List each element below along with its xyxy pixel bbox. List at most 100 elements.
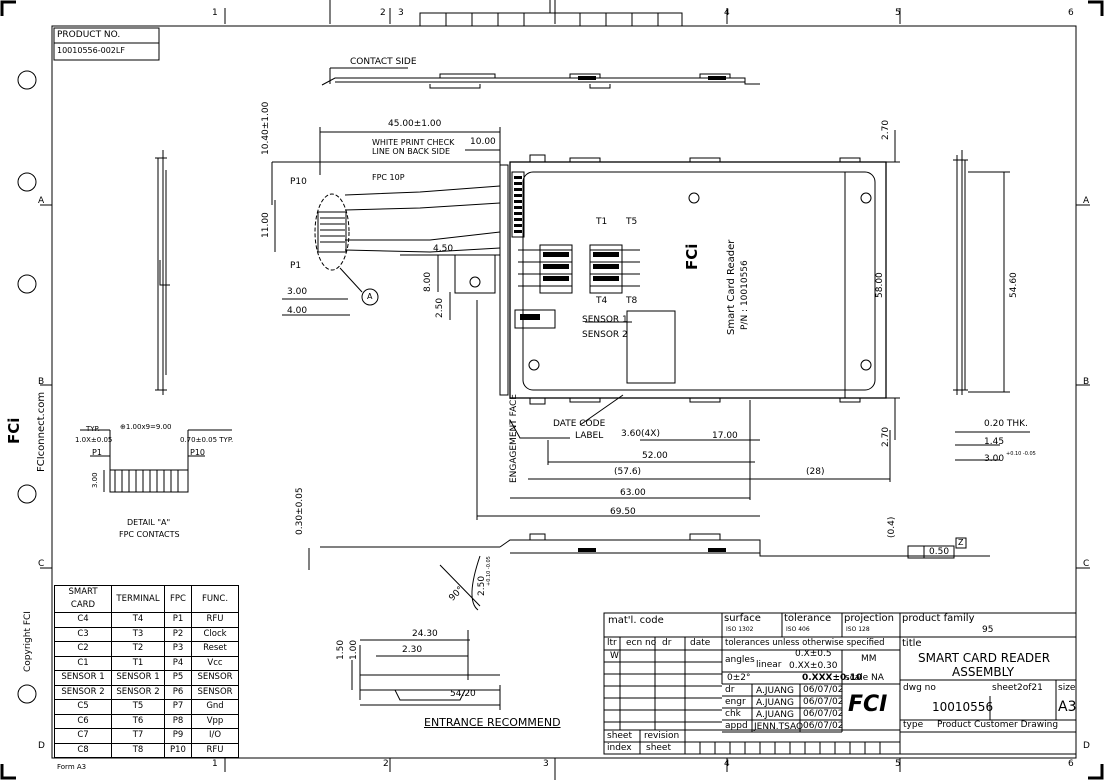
cell: Clock: [191, 626, 239, 642]
row-label: D: [38, 741, 45, 751]
cell: C3: [54, 626, 112, 642]
engagement-face-label: ENGAGEMENT FACE: [509, 394, 519, 483]
row-label: C: [1083, 559, 1090, 569]
cell: T2: [111, 641, 165, 657]
dwg-no-label: dwg no: [903, 683, 936, 693]
dim-45: 45.00±1.00: [388, 119, 442, 129]
dim-3-00-tol: +0.10 -0.05: [1006, 451, 1036, 457]
projection-value: ISO 128: [846, 626, 870, 633]
row-label: C: [38, 559, 45, 569]
cell: C5: [54, 699, 112, 715]
revision-1: revision: [644, 731, 680, 741]
detail-p10: P10: [190, 448, 206, 457]
dim-28: (28): [806, 467, 825, 477]
tolerance-value: ISO 406: [786, 626, 810, 633]
cell: P4: [164, 655, 192, 671]
cell: P1: [164, 612, 192, 628]
header-fpc: FPC: [164, 585, 192, 613]
header-smart-card: SMART CARD: [54, 585, 112, 613]
engr-date: 06/07/02: [803, 697, 844, 707]
cell: C1: [54, 655, 112, 671]
detail-pitch-left: 1.0X±0.05: [75, 436, 113, 444]
angle-value: 0±2°: [727, 673, 751, 683]
surface-value: ISO 1302: [726, 626, 754, 633]
cell: P10: [164, 742, 192, 758]
card-fci-logo: FCi: [683, 243, 701, 270]
row-label: A: [1083, 196, 1090, 206]
row-label: B: [38, 377, 45, 387]
entrance-dim-1-50: 1.50: [336, 639, 346, 660]
col-label: 6: [1068, 8, 1074, 18]
detail-marker: A: [367, 292, 373, 301]
cell: C7: [54, 728, 112, 744]
product-family-label: product family: [902, 613, 975, 624]
cell: T5: [111, 699, 165, 715]
title-label: title: [902, 638, 922, 649]
contact-side-label: CONTACT SIDE: [350, 57, 417, 67]
cell: P3: [164, 641, 192, 657]
t1-label: T1: [596, 217, 608, 227]
fci-brand-text: FCi: [5, 417, 23, 444]
col-label: 1: [212, 759, 218, 769]
cell: RFU: [191, 612, 239, 628]
cell: SENSOR: [191, 684, 239, 700]
revision-w: W: [610, 651, 619, 661]
cell: P9: [164, 728, 192, 744]
header-terminal: TERMINAL: [111, 585, 165, 613]
entrance-title: ENTRANCE RECOMMEND: [424, 716, 561, 729]
units-value: MM: [861, 654, 877, 664]
cell: Vcc: [191, 655, 239, 671]
col-label: 4: [724, 759, 730, 769]
p1-label: P1: [290, 261, 302, 271]
col-label: 1: [212, 8, 218, 18]
appd-date: 06/07/02: [803, 721, 844, 731]
sensor2-label: SENSOR 2: [582, 330, 628, 340]
cell: P5: [164, 670, 192, 686]
dr-date: 06/07/02: [803, 685, 844, 695]
dim-17: 17.00: [712, 431, 738, 441]
cell: C2: [54, 641, 112, 657]
datum-z: Z: [958, 538, 964, 547]
detail-p1: P1: [92, 448, 102, 457]
cell: RFU: [191, 742, 239, 758]
card-print-line1: Smart Card Reader: [726, 239, 737, 335]
copyright-text: Copyright FCI: [23, 611, 33, 672]
product-no-label: PRODUCT NO.: [57, 30, 121, 40]
col-label: 2: [383, 759, 389, 769]
engr-name: A.JUANG: [756, 698, 794, 708]
date-code-label: DATE CODE: [553, 419, 606, 429]
col-label: 5: [895, 8, 901, 18]
cell: SENSOR 2: [54, 684, 112, 700]
cell: C4: [54, 612, 112, 628]
dim-52: 52.00: [642, 451, 668, 461]
angles-label: angles: [725, 655, 755, 665]
dim-0-30: 0.30±0.05: [295, 487, 305, 535]
title-line1: SMART CARD READER: [918, 651, 1051, 665]
entrance-dim-24-30: 24.30: [412, 629, 438, 639]
size-value: A3: [1058, 699, 1077, 715]
tol-xx: 0.XX±0.30: [789, 661, 838, 671]
dim-2-70-bot: 2.70: [881, 426, 891, 447]
dim-58: 58.00: [875, 272, 885, 298]
entrance-dim-54-20: 54.20: [450, 689, 476, 699]
dim-2-70-top: 2.70: [881, 119, 891, 140]
dr-header: dr: [662, 638, 672, 648]
title-line2: ASSEMBLY: [952, 665, 1015, 679]
detail-pitch-right: 0.70±0.05 TYP.: [180, 436, 234, 444]
dim-3: 3.00: [287, 287, 308, 297]
fci-url: FCIconnect.com: [36, 391, 47, 472]
cell: SENSOR: [191, 670, 239, 686]
cell: SENSOR 1: [54, 670, 112, 686]
dim-2-50b-tol: +0.10 -0.05: [486, 556, 492, 586]
scale-value: scale NA: [845, 673, 884, 683]
table-header-row: SMART CARD TERMINAL FPC FUNC.: [54, 585, 239, 613]
dim-1-45: 1.45: [984, 437, 1005, 447]
dim-2-50: 2.50: [435, 297, 445, 318]
detail-height: 3.00: [91, 472, 99, 488]
sheet-index-1: sheet: [607, 731, 632, 741]
surface-label: surface: [724, 613, 761, 624]
